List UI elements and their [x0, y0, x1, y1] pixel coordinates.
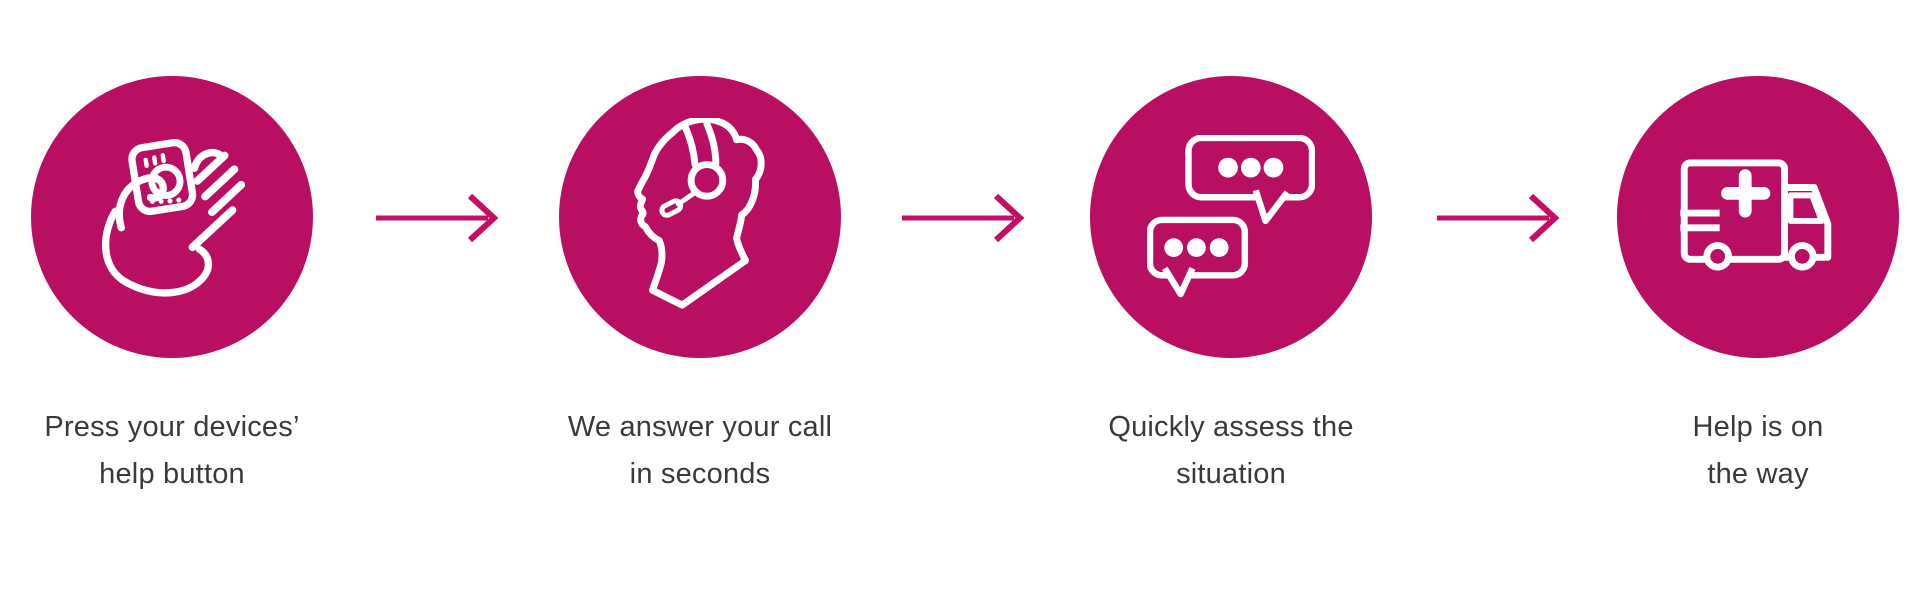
step-assess-situation: Quickly assess the situation: [1090, 76, 1372, 498]
ambulance-icon: [1679, 158, 1837, 276]
hand-pressing-device-icon: [94, 133, 250, 301]
step-press-help-button: Press your devices’ help button: [31, 76, 313, 498]
step-caption-line2: help button: [99, 458, 245, 490]
step-caption-line1: Help is on: [1692, 411, 1824, 443]
speech-bubbles-icon: [1147, 135, 1315, 299]
step-caption: Press your devices’ help button: [0, 404, 362, 498]
flow-arrow-icon: [374, 190, 500, 246]
step-caption: Help is on the way: [1568, 404, 1920, 498]
step-caption-line2: in seconds: [629, 458, 771, 490]
step-caption-line2: the way: [1707, 458, 1809, 490]
step-caption-line1: We answer your call: [567, 411, 833, 443]
step-caption-line2: situation: [1176, 458, 1286, 490]
operator-headset-icon: [625, 118, 775, 316]
flow-arrow-icon: [1435, 190, 1561, 246]
flow-arrow-icon: [900, 190, 1026, 246]
step-caption-line1: Quickly assess the: [1108, 411, 1354, 443]
step-circle: [31, 76, 313, 358]
step-circle: [1090, 76, 1372, 358]
step-caption-line1: Press your devices’: [44, 411, 300, 443]
step-answer-call: We answer your call in seconds: [559, 76, 841, 498]
step-caption: We answer your call in seconds: [510, 404, 890, 498]
step-circle: [559, 76, 841, 358]
step-caption: Quickly assess the situation: [1041, 404, 1421, 498]
step-help-on-way: Help is on the way: [1617, 76, 1899, 498]
step-circle: [1617, 76, 1899, 358]
